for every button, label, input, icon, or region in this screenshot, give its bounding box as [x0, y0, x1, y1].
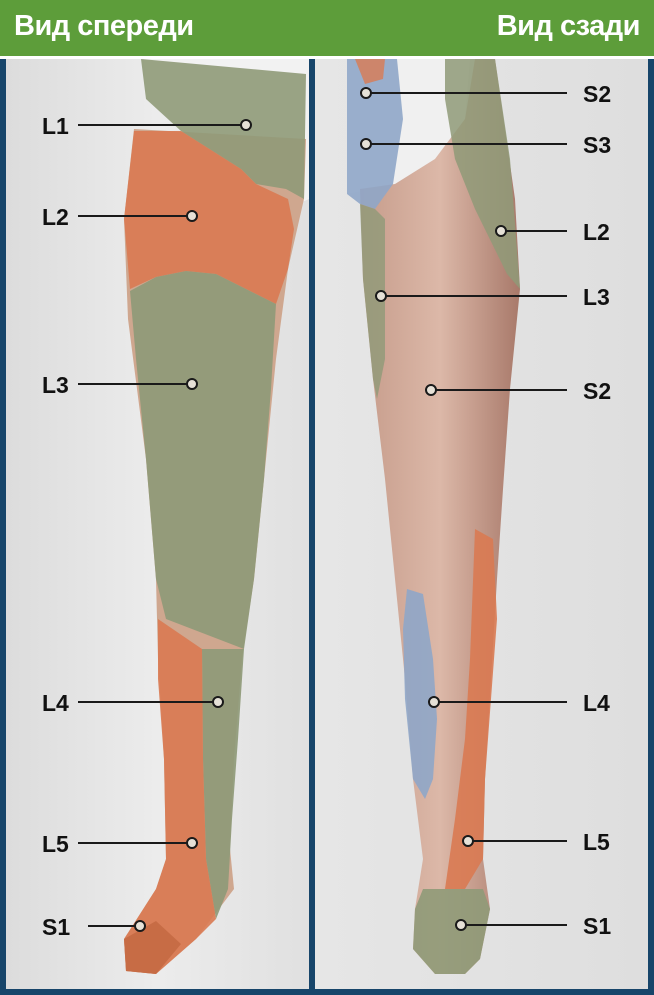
front-label-s1: S1 [42, 915, 70, 939]
back-view-panel: S2 S3 L2 L3 S2 L4 L5 S1 [315, 59, 648, 989]
marker-l3 [187, 379, 197, 389]
back-label-l2: L2 [583, 220, 610, 244]
front-view-panel: L1 L2 L3 L4 L5 S1 [6, 59, 309, 989]
front-label-l5: L5 [42, 832, 69, 856]
marker-l1 [241, 120, 251, 130]
back-label-s2-lower: S2 [583, 379, 611, 403]
back-label-s3: S3 [583, 133, 611, 157]
marker-l2-back [496, 226, 506, 236]
back-label-s2-upper: S2 [583, 82, 611, 106]
marker-s2-upper [361, 88, 371, 98]
back-label-l3: L3 [583, 285, 610, 309]
back-view-title: Вид сзади [497, 10, 640, 42]
front-label-l1: L1 [42, 114, 69, 138]
back-label-s1: S1 [583, 914, 611, 938]
marker-l3-back [376, 291, 386, 301]
back-label-l4: L4 [583, 691, 610, 715]
marker-l4-back [429, 697, 439, 707]
front-view-title: Вид спереди [14, 10, 194, 42]
marker-s3 [361, 139, 371, 149]
marker-l5-back [463, 836, 473, 846]
marker-l4 [213, 697, 223, 707]
marker-l5 [187, 838, 197, 848]
front-label-l2: L2 [42, 205, 69, 229]
front-label-l4: L4 [42, 691, 69, 715]
back-label-l5: L5 [583, 830, 610, 854]
marker-l2 [187, 211, 197, 221]
marker-s1-back [456, 920, 466, 930]
header-bar: Вид спереди Вид сзади [0, 0, 654, 59]
marker-s2-lower [426, 385, 436, 395]
marker-s1 [135, 921, 145, 931]
front-label-l3: L3 [42, 373, 69, 397]
